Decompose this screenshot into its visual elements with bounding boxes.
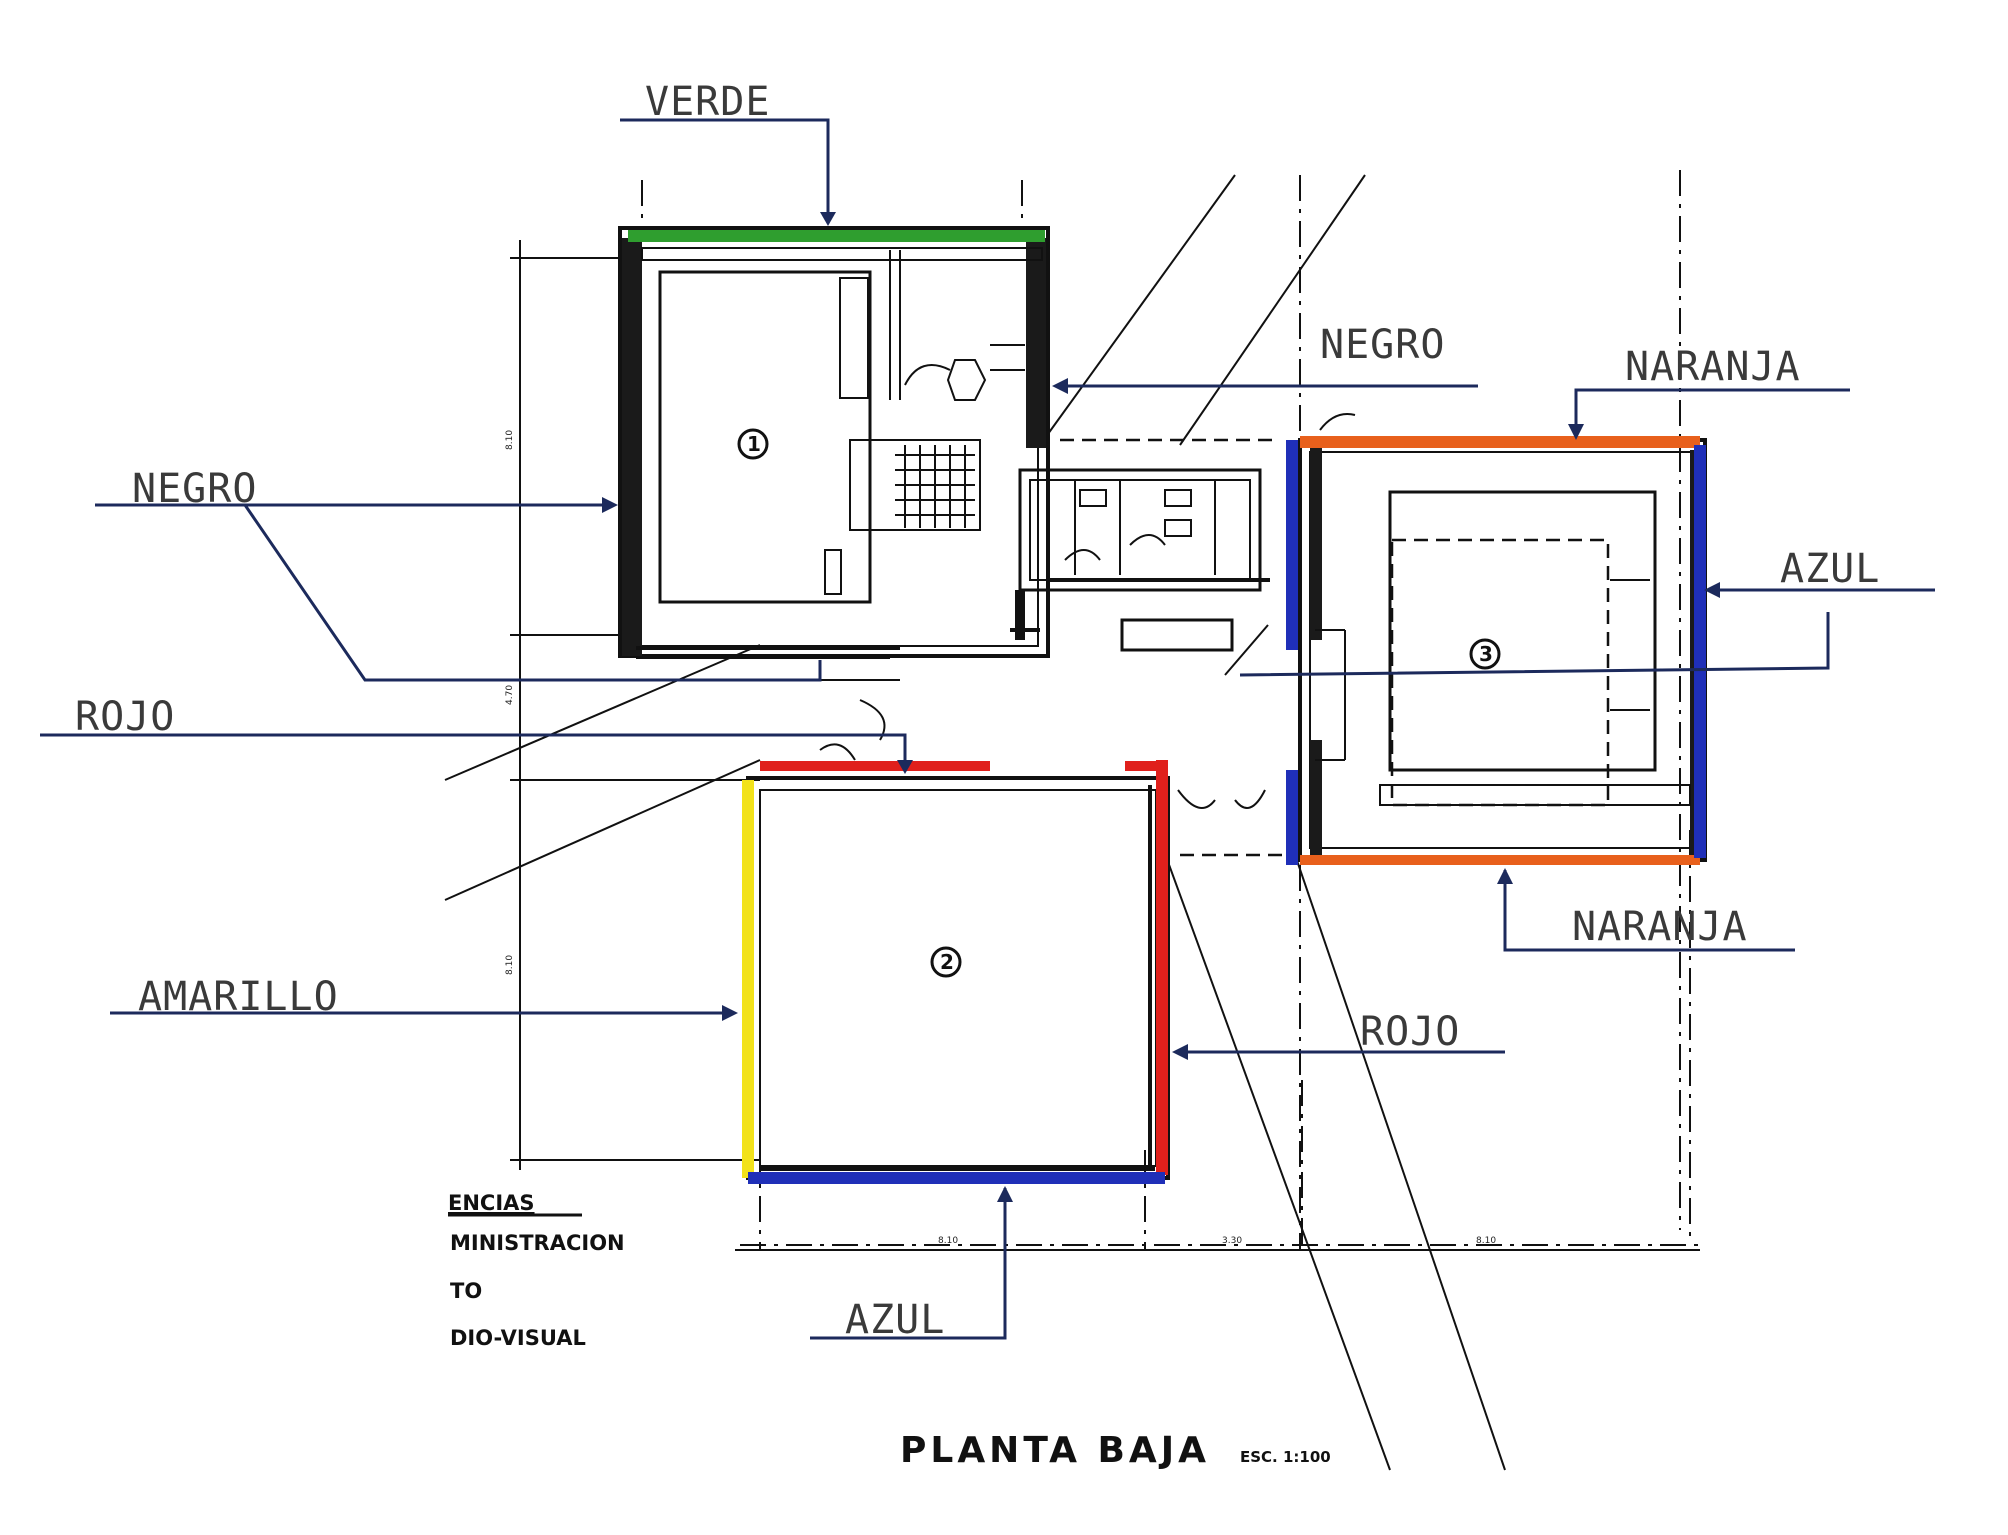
central-services — [1010, 438, 1280, 652]
dim-left-1: 8.10 — [505, 430, 515, 450]
room-3-marker — [1469, 638, 1501, 670]
dim-left-3: 8.10 — [505, 955, 515, 975]
callout-azul-right: AZUL — [1780, 546, 1880, 592]
callout-amarillo: AMARILLO — [138, 974, 339, 1020]
callout-negro-left: NEGRO — [132, 466, 257, 512]
dim-bottom-3: 8.10 — [1476, 1236, 1496, 1246]
legend-item-3: DIO-VISUAL — [450, 1326, 586, 1350]
dim-bottom-2: 3.30 — [1222, 1236, 1242, 1246]
colored-walls — [628, 230, 1706, 1184]
legend-heading: ENCIAS — [448, 1191, 535, 1215]
callout-rojo-left: ROJO — [75, 694, 175, 740]
legend-item-2: TO — [450, 1279, 482, 1303]
room-3-number: 3 — [1479, 642, 1493, 666]
axis-lines — [519, 170, 1700, 1250]
room-2-marker — [930, 946, 962, 978]
callout-naranja-top: NARANJA — [1625, 344, 1801, 390]
plan-scale: ESC. 1:100 — [1240, 1448, 1331, 1466]
room-3: 3 — [1298, 413, 1707, 862]
callout-negro-top: NEGRO — [1320, 322, 1445, 368]
diagonal-access-lines — [444, 174, 1506, 1471]
callout-labels: VERDE NEGRO NARANJA NEGRO AZUL ROJO AMAR… — [75, 79, 1880, 1343]
room-2-number: 2 — [940, 950, 954, 974]
bottom-dimension-line: 8.10 3.30 8.10 — [735, 1236, 1700, 1251]
callout-leaders — [40, 118, 1935, 1340]
dim-left-2: 4.70 — [505, 685, 515, 705]
callout-naranja-bottom: NARANJA — [1572, 904, 1748, 950]
plan-title-text: PLANTA BAJA — [900, 1430, 1210, 1471]
room-1-marker — [737, 428, 769, 460]
callout-azul-bottom: AZUL — [845, 1297, 945, 1343]
callout-verde: VERDE — [645, 79, 770, 125]
legend-item-1: MINISTRACION — [450, 1231, 625, 1255]
legend: ENCIAS MINISTRACION TO DIO-VISUAL — [448, 1191, 625, 1350]
room-2: 2 — [746, 679, 1290, 1180]
room-1-number: 1 — [747, 432, 761, 456]
room-1: 1 — [618, 226, 1050, 659]
callout-rojo-right: ROJO — [1360, 1009, 1460, 1055]
dim-bottom-1: 8.10 — [938, 1236, 958, 1246]
plan-title: PLANTA BAJA ESC. 1:100 — [900, 1430, 1331, 1471]
